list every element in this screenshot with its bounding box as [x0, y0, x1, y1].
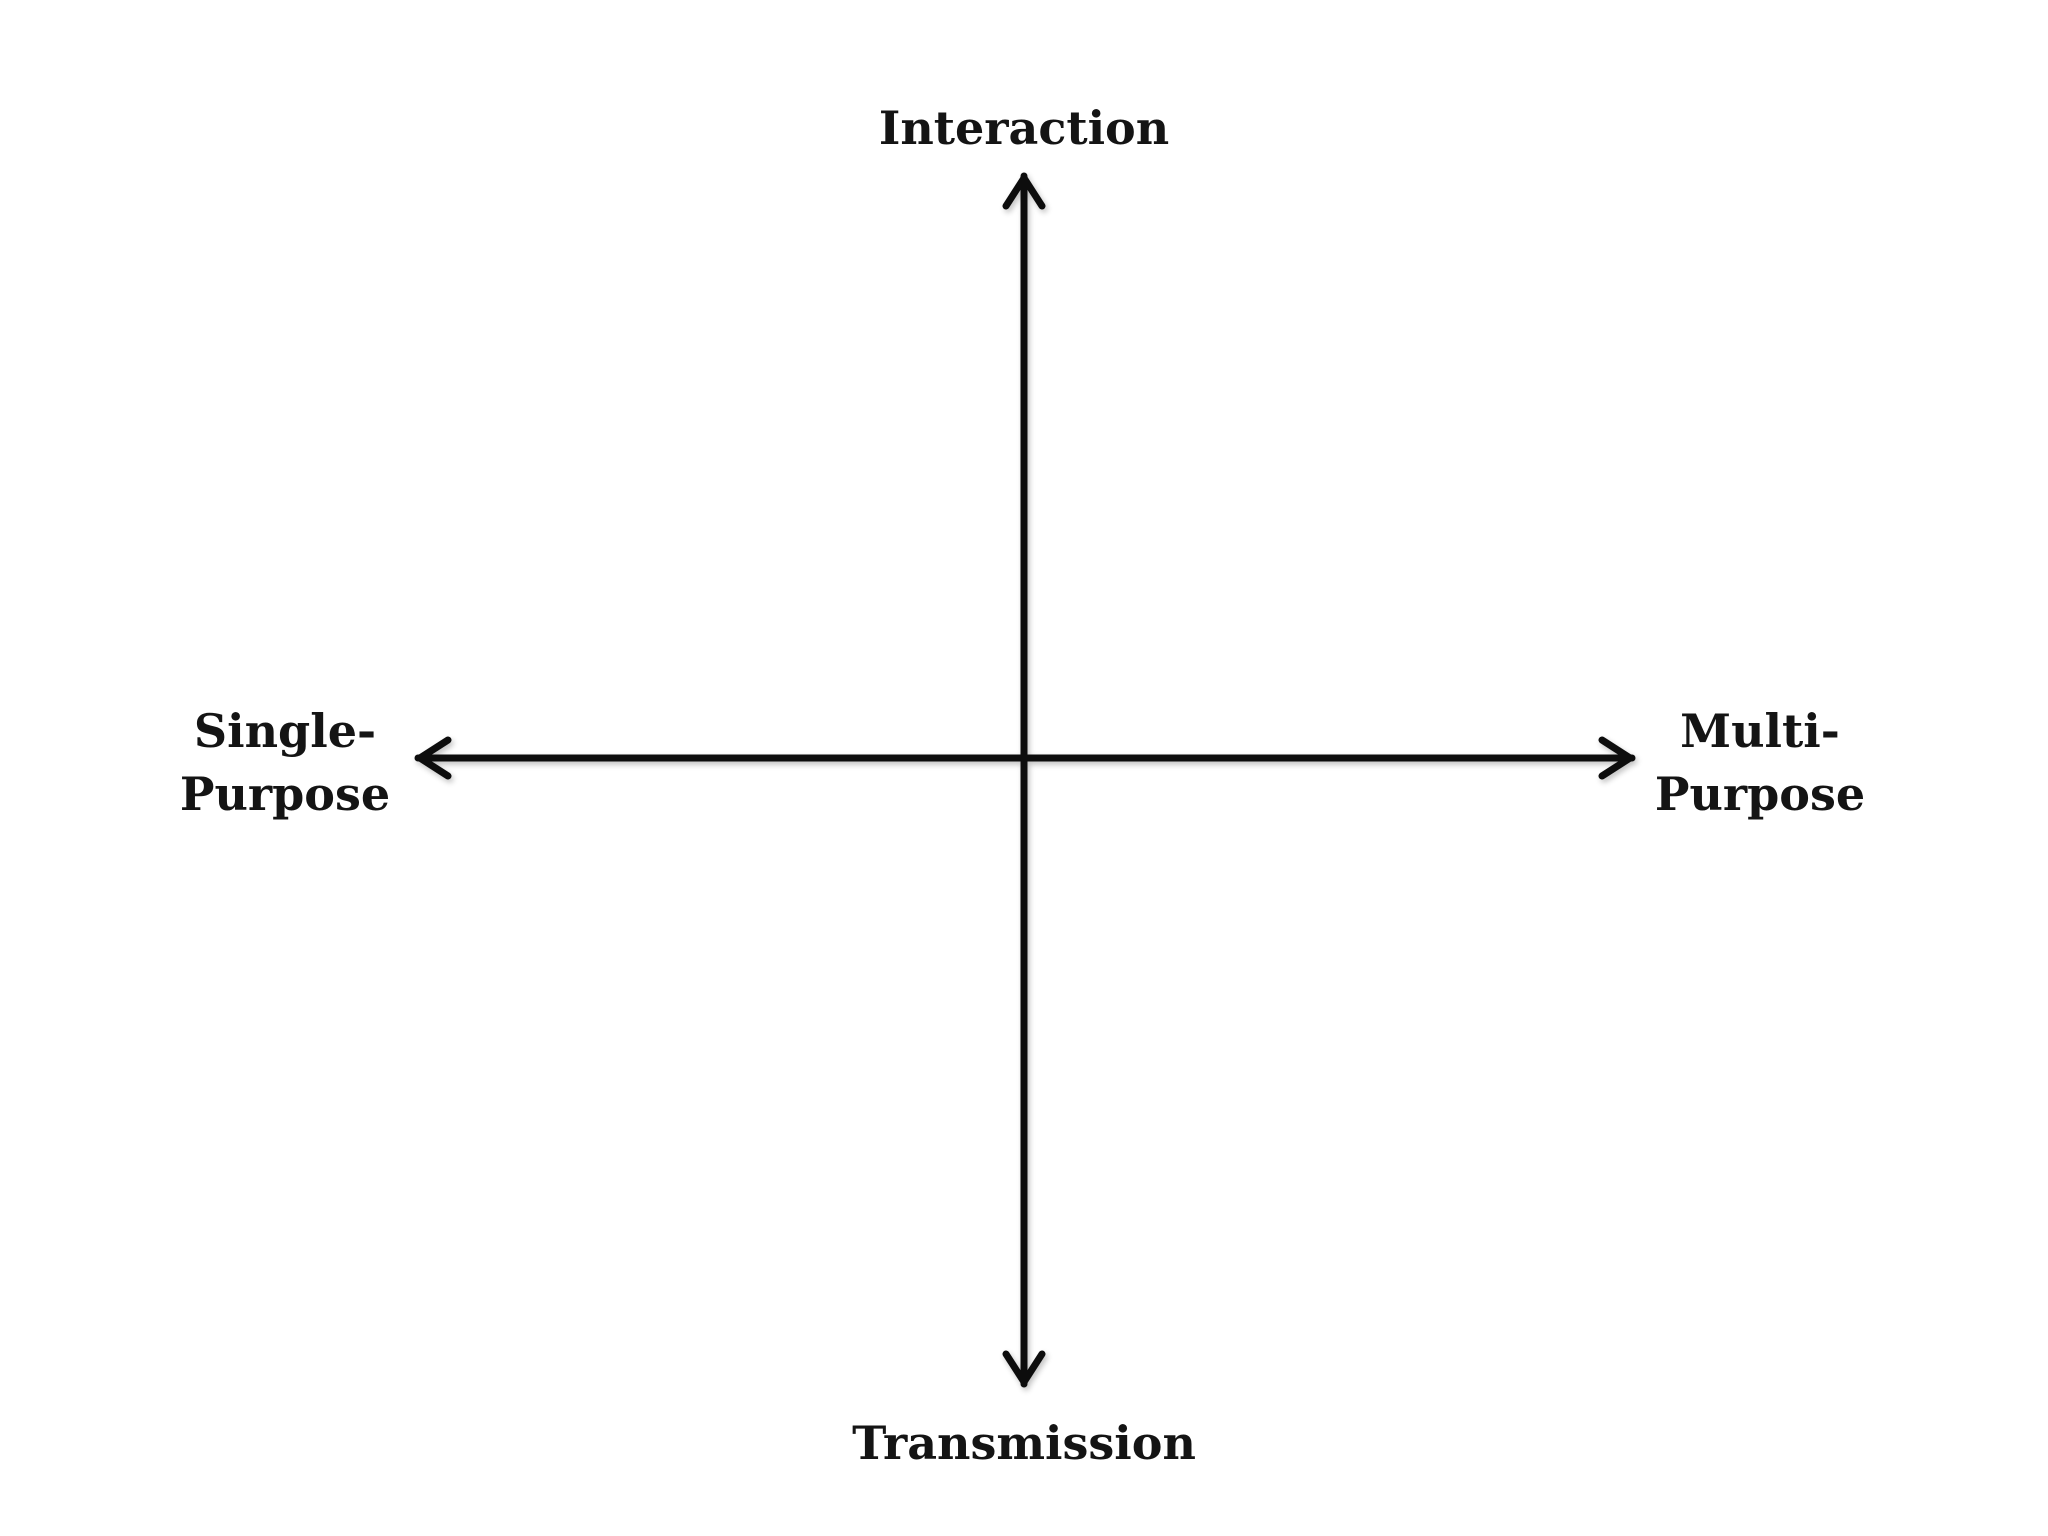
arrowhead-right-icon — [1598, 736, 1634, 780]
arrowhead-down-icon — [1002, 1350, 1046, 1386]
axis-label-multi-purpose-line2: Purpose — [1654, 767, 1866, 821]
arrowhead-up-icon — [1002, 174, 1046, 210]
axis-label-interaction: Interaction — [878, 101, 1170, 155]
axis-label-multi-purpose-line1: Multi- — [1680, 704, 1840, 758]
axis-label-single-purpose: Single- Purpose — [145, 700, 425, 826]
axis-label-single-purpose-line1: Single- — [193, 704, 377, 758]
arrowhead-left-icon — [416, 736, 452, 780]
axis-label-single-purpose-line2: Purpose — [179, 767, 391, 821]
axis-label-transmission: Transmission — [852, 1416, 1196, 1470]
axis-label-multi-purpose: Multi- Purpose — [1620, 700, 1900, 826]
